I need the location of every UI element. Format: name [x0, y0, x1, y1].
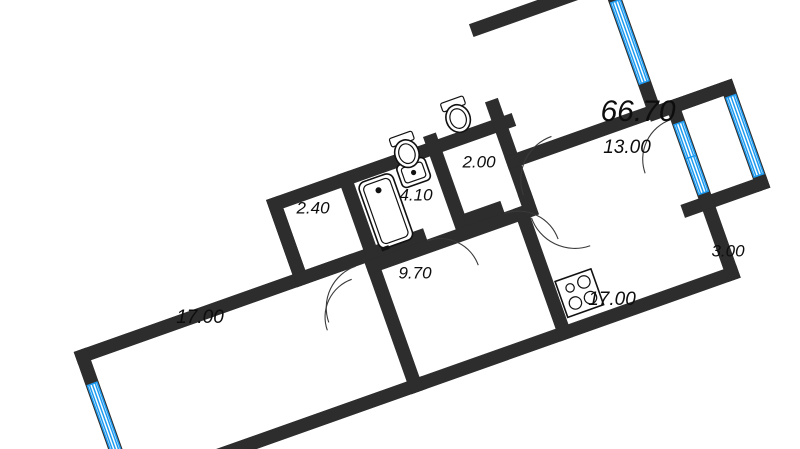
area-label-bedroom: 13.00 — [603, 137, 651, 158]
total-area-label: 66.70 — [600, 95, 675, 128]
bathtub — [358, 173, 414, 252]
area-labels: 66.70 13.00 2.00 4.10 2.40 3.00 9.70 17.… — [176, 95, 745, 328]
window-balcony-outer — [725, 93, 765, 179]
toilet-bathroom — [388, 130, 420, 169]
area-label-balcony: 3.00 — [711, 241, 745, 260]
area-label-living-room: 17.00 — [176, 307, 224, 328]
stove — [554, 267, 605, 319]
door-storage — [324, 278, 352, 331]
area-label-storage: 2.40 — [295, 198, 330, 217]
door-bathroom — [427, 238, 479, 266]
window-bedroom — [609, 0, 650, 85]
area-label-bathroom: 4.10 — [399, 185, 433, 204]
area-label-kitchen: 17.00 — [588, 289, 636, 310]
area-label-wc: 2.00 — [461, 152, 496, 171]
area-label-hallway: 9.70 — [398, 263, 432, 282]
door-living-room — [325, 265, 356, 323]
window-living-room — [86, 381, 126, 449]
door-balcony — [642, 119, 671, 174]
door-kitchen — [530, 217, 591, 249]
door-bedroom — [520, 135, 552, 196]
toilet-wc — [440, 95, 472, 134]
doors — [324, 119, 671, 331]
interior-walls — [270, 82, 725, 395]
window-balcony-inner — [673, 120, 710, 196]
door-wc — [504, 210, 559, 240]
